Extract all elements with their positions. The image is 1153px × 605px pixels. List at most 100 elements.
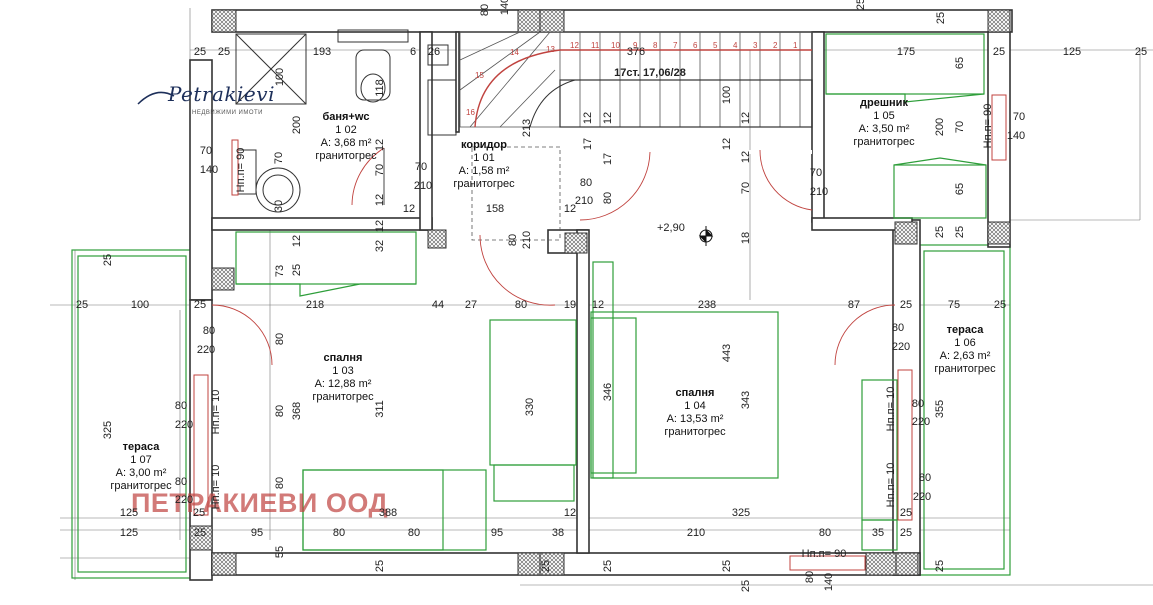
dimension-label: 25 [192, 507, 206, 519]
dimension-label: 25 [899, 299, 913, 311]
stair-number: 13 [546, 45, 555, 54]
dimension-label: 12 [602, 111, 614, 125]
dimension-label: 12 [563, 507, 577, 519]
dimension-label: 25 [193, 527, 207, 539]
dimension-label: 25 [1134, 46, 1148, 58]
dimension-label: 70 [374, 163, 386, 177]
dimension-label: 80 [332, 527, 346, 539]
dimension-label: 25 [602, 559, 614, 573]
dimension-label: 70 [809, 167, 823, 179]
dimension-label: 70 [199, 145, 213, 157]
dimension-label: 175 [896, 46, 916, 58]
dimension-label: 193 [312, 46, 332, 58]
dimension-label: 70 [954, 120, 966, 134]
dimension-label: 80 [818, 527, 832, 539]
dimension-label: 25 [855, 0, 867, 11]
dimension-label: 65 [954, 182, 966, 196]
dimension-label: 80 [602, 191, 614, 205]
dimension-label: Нп.п= 10 [885, 462, 897, 508]
logo-swoosh-icon [137, 91, 175, 105]
stair-number: 12 [570, 41, 579, 50]
dimension-label: 140 [499, 0, 511, 16]
dimension-label: 12 [563, 203, 577, 215]
dimension-label: 25 [935, 11, 947, 25]
dimension-label: 25 [193, 46, 207, 58]
dimension-label: 25 [540, 559, 552, 573]
dimension-label: 220 [891, 341, 911, 353]
stair-number: 16 [466, 108, 475, 117]
dimension-label: 25 [954, 225, 966, 239]
dimension-label: 55 [274, 545, 286, 559]
windows [193, 94, 1007, 571]
dimension-label: 140 [1006, 130, 1026, 142]
dimension-label: 25 [75, 299, 89, 311]
doors [211, 147, 896, 366]
dimension-label: 125 [1062, 46, 1082, 58]
dimension-label: 70 [740, 181, 752, 195]
dimension-label: 80 [274, 332, 286, 346]
dimension-label: 75 [947, 299, 961, 311]
dimension-label: 25 [721, 559, 733, 573]
dimension-label: 12 [374, 193, 386, 207]
dimension-label: 200 [934, 117, 946, 137]
dimension-label: 70 [414, 161, 428, 173]
stair-number: 4 [733, 41, 738, 50]
dimension-label: 80 [918, 472, 932, 484]
dimension-label: 6 [409, 46, 417, 58]
dimension-label: 210 [686, 527, 706, 539]
dimension-label: Нп.п= 10 [210, 389, 222, 435]
stair-number: 14 [510, 48, 519, 57]
dimension-label: 368 [291, 401, 303, 421]
stair-number: 2 [773, 41, 778, 50]
dimension-label: 343 [740, 390, 752, 410]
dimension-label: 210 [574, 195, 594, 207]
dimension-label: 80 [174, 400, 188, 412]
dimension-label: 38 [551, 527, 565, 539]
dimension-label: Нп.п= 10 [210, 464, 222, 510]
company-logo: Petrakievi НЕДВИЖИМИ ИМОТИ [136, 80, 274, 120]
dimension-label: 325 [731, 507, 751, 519]
stair-number: 8 [653, 41, 658, 50]
dimension-label: 25 [899, 507, 913, 519]
stair-number: 10 [611, 41, 620, 50]
dimension-label: 325 [102, 420, 114, 440]
dimension-label: 80 [407, 527, 421, 539]
dimension-label: 80 [479, 3, 491, 17]
dimension-label: 12 [591, 299, 605, 311]
dimension-label: Нп.п= 90 [982, 103, 994, 149]
dimension-label: 17 [582, 137, 594, 151]
dimension-label: 12 [740, 150, 752, 164]
dimension-label: 220 [196, 344, 216, 356]
dimension-label: 19 [563, 299, 577, 311]
dimension-label: 70 [1012, 111, 1026, 123]
dimension-label: 213 [521, 118, 533, 138]
dimension-label: 125 [119, 527, 139, 539]
dimension-label: 12 [582, 111, 594, 125]
staircase [459, 31, 813, 241]
dimension-label: 25 [992, 46, 1006, 58]
dimension-label: 95 [490, 527, 504, 539]
logo-subtitle: НЕДВИЖИМИ ИМОТИ [192, 110, 263, 116]
stair-number: 1 [793, 41, 798, 50]
dimension-label: 140 [823, 572, 835, 592]
stair-number: 9 [633, 41, 638, 50]
dimension-label: 80 [804, 570, 816, 584]
dimension-label: 210 [809, 186, 829, 198]
stair-number: 5 [713, 41, 718, 50]
dimension-label: 30 [273, 199, 285, 213]
dimension-label: 12 [374, 219, 386, 233]
bathroom-fixtures [235, 29, 457, 213]
dimension-label: 210 [413, 180, 433, 192]
dimension-label: 25 [740, 579, 752, 593]
dimension-label: 27 [464, 299, 478, 311]
dimension-label: 80 [274, 476, 286, 490]
dimension-label: 220 [911, 416, 931, 428]
dimension-label: 355 [934, 399, 946, 419]
bedroom-furniture [302, 261, 898, 551]
dimension-label: 210 [521, 230, 533, 250]
dimension-label: 80 [911, 398, 925, 410]
stair-number: 15 [475, 71, 484, 80]
